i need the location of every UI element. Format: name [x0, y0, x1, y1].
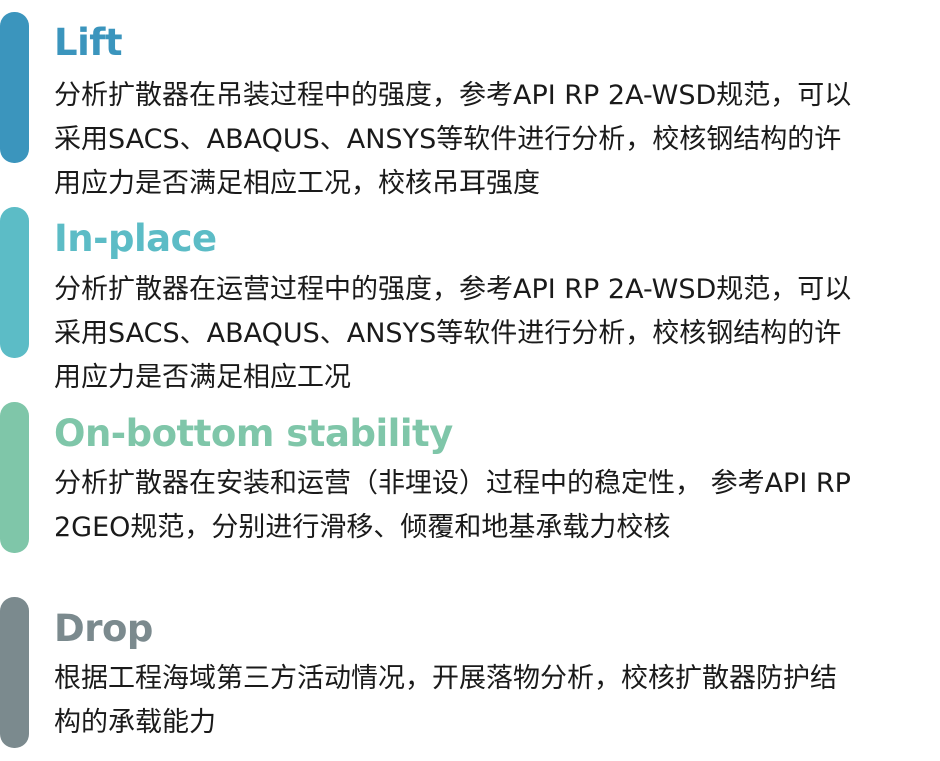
lift-line-2: 采用SACS、ABAQUS、ANSYS等软件进行分析，校核钢结构的许 [54, 124, 842, 155]
in-place-description: 分析扩散器在运营过程中的强度，参考API RP 2A-WSD规范，可以 采用SA… [54, 268, 924, 400]
on-bottom-heading: On-bottom stability [54, 412, 453, 455]
drop-accent-bar [0, 597, 29, 748]
in-place-line-1: 分析扩散器在运营过程中的强度，参考API RP 2A-WSD规范，可以 [54, 274, 852, 305]
in-place-accent-bar [0, 207, 29, 358]
lift-accent-bar [0, 12, 29, 163]
lift-description: 分析扩散器在吊装过程中的强度，参考API RP 2A-WSD规范，可以 采用SA… [54, 74, 924, 206]
drop-description: 根据工程海域第三方活动情况，开展落物分析，校核扩散器防护结 构的承载能力 [54, 657, 924, 745]
on-bottom-line-1: 分析扩散器在安装和运营（非埋设）过程中的稳定性， 参考API RP [54, 468, 851, 499]
on-bottom-line-2: 2GEO规范，分别进行滑移、倾覆和地基承载力校核 [54, 512, 671, 543]
lift-line-1: 分析扩散器在吊装过程中的强度，参考API RP 2A-WSD规范，可以 [54, 80, 852, 111]
drop-line-2: 构的承载能力 [54, 707, 216, 738]
lift-line-3: 用应力是否满足相应工况，校核吊耳强度 [54, 168, 540, 199]
in-place-heading: In-place [54, 217, 217, 260]
in-place-line-3: 用应力是否满足相应工况 [54, 362, 351, 393]
drop-heading: Drop [54, 607, 153, 650]
on-bottom-description: 分析扩散器在安装和运营（非埋设）过程中的稳定性， 参考API RP 2GEO规范… [54, 462, 924, 550]
drop-line-1: 根据工程海域第三方活动情况，开展落物分析，校核扩散器防护结 [54, 663, 837, 694]
in-place-line-2: 采用SACS、ABAQUS、ANSYS等软件进行分析，校核钢结构的许 [54, 318, 842, 349]
lift-heading: Lift [54, 21, 123, 64]
on-bottom-accent-bar [0, 402, 29, 553]
